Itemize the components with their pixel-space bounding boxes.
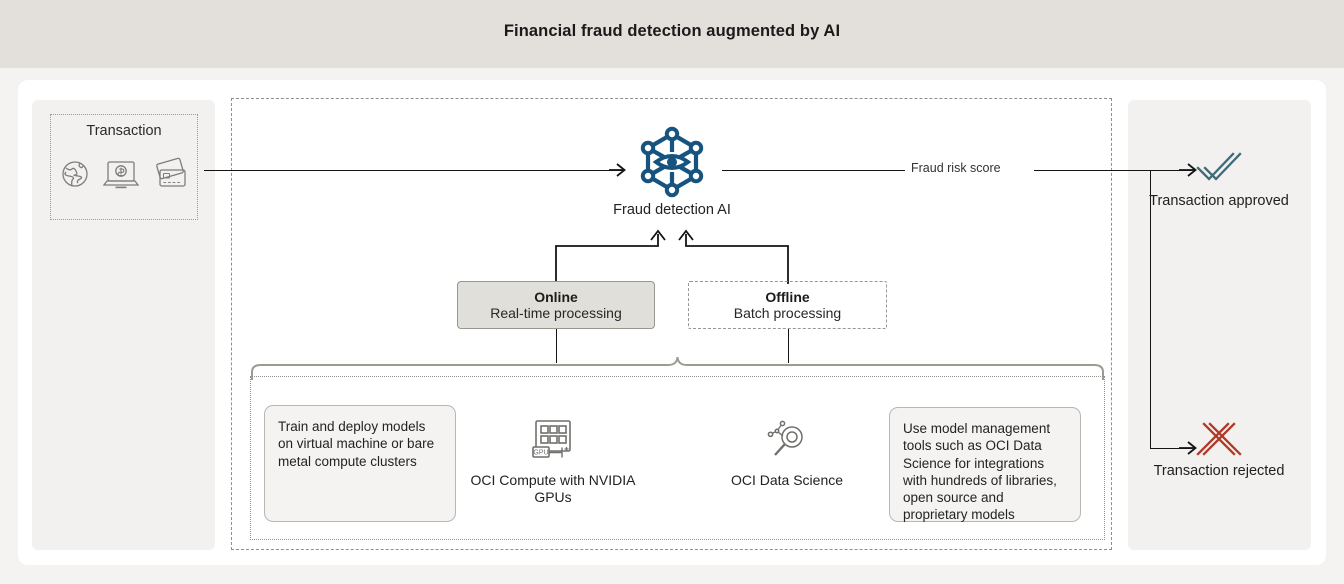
online-to-ai-arrow — [555, 229, 666, 284]
fraud-risk-score-label: Fraud risk score — [905, 161, 1007, 175]
fraud-detection-ai-icon — [634, 124, 710, 200]
offline-title: Offline — [765, 288, 810, 305]
header-band — [0, 0, 1344, 68]
gpu-label: OCI Compute with NVIDIA GPUs — [470, 472, 636, 505]
double-x-icon — [1134, 418, 1304, 460]
transaction-rejected[interactable]: Transaction rejected — [1134, 418, 1304, 481]
double-check-icon — [1134, 148, 1304, 190]
infrastructure-container — [250, 376, 1105, 540]
flow-line-out-b — [1034, 170, 1192, 171]
online-processing[interactable]: Online Real-time processing — [457, 281, 655, 329]
globe-icon — [59, 157, 93, 196]
transaction-label: Transaction — [86, 123, 162, 139]
oci-compute-nvidia-gpus[interactable]: GPU OCI Compute with NVIDIA GPUs — [463, 414, 643, 506]
credit-card-icon — [149, 157, 189, 196]
svg-text:GPU: GPU — [533, 450, 548, 457]
offline-processing[interactable]: Offline Batch processing — [688, 281, 887, 329]
data-science-icon — [697, 414, 877, 466]
laptop-payment-icon — [101, 157, 141, 196]
online-subtitle: Real-time processing — [490, 304, 622, 321]
flow-arrow-rejected — [1179, 441, 1197, 455]
page-title: Financial fraud detection augmented by A… — [503, 22, 841, 40]
note-model-management: Use model management tools such as OCI D… — [889, 407, 1081, 522]
infrastructure-brace — [250, 356, 1105, 380]
flow-line-rejected — [1150, 448, 1192, 449]
transaction-approved[interactable]: Transaction approved — [1134, 148, 1304, 211]
oci-data-science[interactable]: OCI Data Science — [697, 414, 877, 489]
offline-to-ai-arrow — [678, 229, 789, 284]
flow-line-out-a — [722, 170, 912, 171]
flow-arrow-in — [609, 163, 626, 177]
note-train-deploy: Train and deploy models on virtual machi… — [264, 405, 456, 522]
ai-label: Fraud detection AI — [613, 202, 731, 218]
flow-arrow-approved — [1179, 163, 1197, 177]
online-title: Online — [534, 288, 578, 305]
online-stem — [556, 329, 557, 363]
gpu-icon: GPU — [463, 414, 643, 466]
offline-subtitle: Batch processing — [733, 304, 842, 321]
flow-branch-vertical — [1150, 170, 1151, 448]
offline-stem — [788, 329, 789, 363]
rejected-label: Transaction rejected — [1153, 463, 1285, 479]
transaction-box — [50, 114, 198, 220]
approved-label: Transaction approved — [1149, 193, 1289, 209]
flow-line-in — [204, 170, 622, 171]
data-science-label: OCI Data Science — [730, 472, 844, 488]
transaction-icons — [50, 153, 198, 199]
processing-region — [231, 98, 1112, 550]
